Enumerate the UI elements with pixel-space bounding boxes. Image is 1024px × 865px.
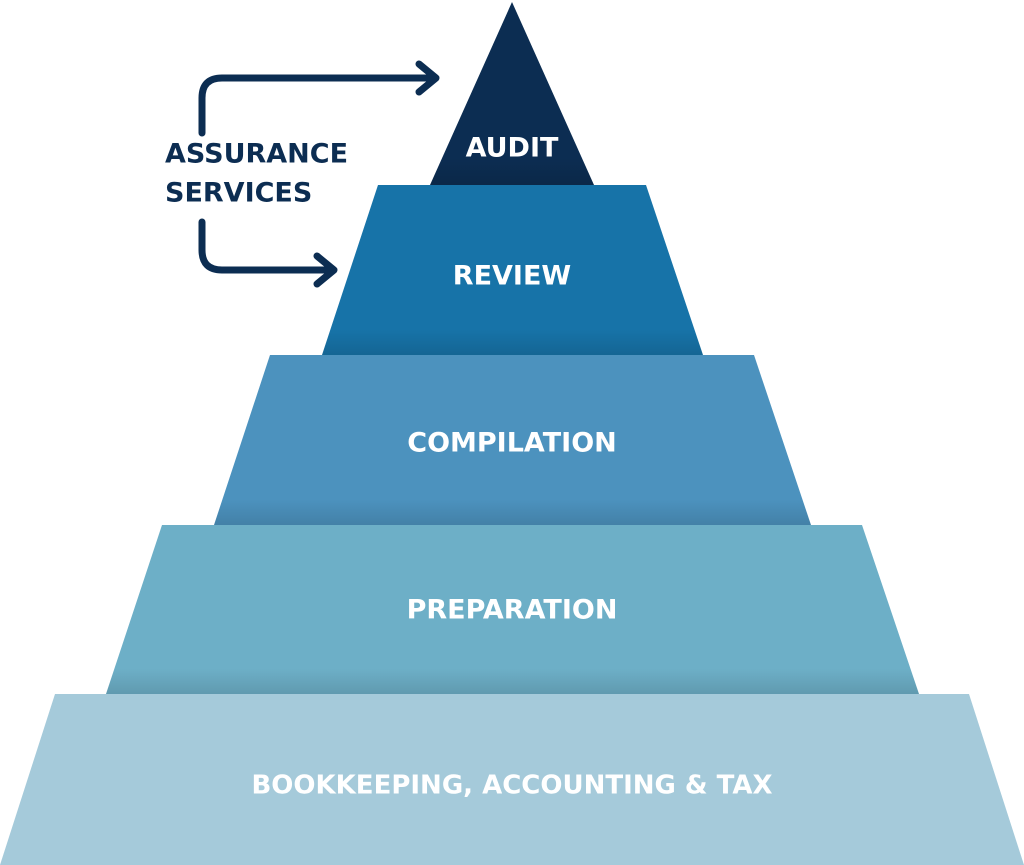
- arrow-to-review-icon: [313, 252, 338, 288]
- assurance-label: ASSURANCE: [165, 139, 348, 170]
- tier-compilation-shading: [214, 355, 811, 525]
- tier-audit-shading: [430, 2, 594, 185]
- tier-bookkeeping-shape: [0, 694, 1024, 865]
- tier-compilation: COMPILATION: [214, 355, 811, 525]
- tier-audit-label: AUDIT: [466, 133, 559, 164]
- tier-review: REVIEW: [322, 185, 703, 355]
- tier-bookkeeping-accounting-tax: BOOKKEEPING, ACCOUNTING & TAX: [0, 694, 1024, 865]
- tier-preparation-shading: [106, 525, 919, 694]
- tier-audit: AUDIT: [430, 2, 594, 185]
- tier-review-label: REVIEW: [453, 261, 571, 292]
- tier-review-shading: [322, 185, 703, 355]
- tier-compilation-label: COMPILATION: [407, 428, 617, 459]
- assurance-services-bracket: ASSURANCE SERVICES: [165, 60, 440, 288]
- services-label: SERVICES: [165, 178, 312, 209]
- arrow-to-audit-icon: [415, 60, 440, 96]
- tier-preparation: PREPARATION: [106, 525, 919, 694]
- tier-bookkeeping-label: BOOKKEEPING, ACCOUNTING & TAX: [251, 771, 772, 801]
- tier-preparation-label: PREPARATION: [407, 595, 618, 626]
- bracket-connector-line: [198, 74, 439, 274]
